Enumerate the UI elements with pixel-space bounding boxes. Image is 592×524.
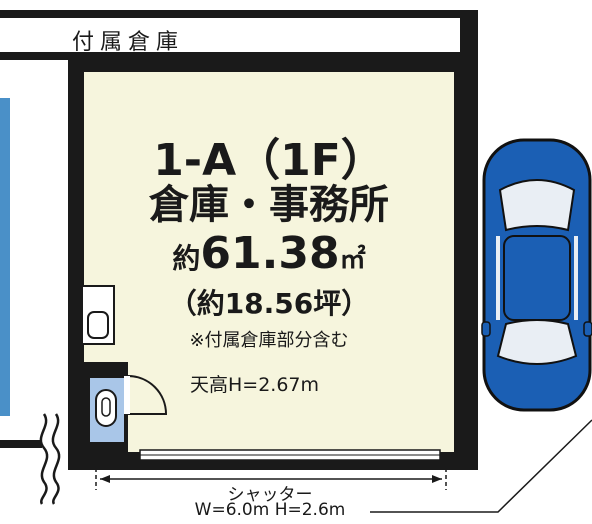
storage-area (0, 18, 460, 52)
car-roof (503, 235, 571, 321)
break-line-a (39, 413, 49, 505)
unit-tsubo: （約18.56坪） (168, 287, 370, 320)
unit-name: 1-A（1F） (153, 135, 385, 186)
car-windshield-front (496, 319, 578, 365)
toilet-seat (101, 397, 111, 417)
break-line-b (51, 413, 61, 505)
area-value: 61.38 (200, 228, 340, 279)
car-mirror-left (481, 321, 491, 337)
adjacent-blue-strip (0, 98, 10, 416)
unit-area: 約61.38㎡ (84, 228, 454, 279)
area-prefix: 約 (172, 242, 201, 275)
area-unit: ㎡ (339, 245, 366, 275)
main-room-floor (84, 72, 454, 452)
unit-use: 倉庫・事務所 (149, 182, 389, 228)
car-windshield-rear (498, 179, 576, 232)
dim-arrow-left (100, 475, 110, 483)
storage-label: 付属倉庫 (72, 30, 185, 55)
leader-line (370, 419, 592, 513)
shutter-size: W=6.0m H=2.6m (194, 500, 346, 520)
sink-basin (87, 311, 109, 339)
ceiling-height: 天高H=2.67m (190, 374, 320, 396)
shutter-label: シャッター (227, 485, 313, 505)
unit-note: ※付属倉庫部分含む (189, 330, 349, 351)
toilet-door-opening (124, 376, 130, 414)
left-wall-stub (0, 440, 42, 448)
car (481, 138, 592, 412)
dim-arrow-right (432, 475, 442, 483)
car-mirror-right (583, 321, 592, 337)
